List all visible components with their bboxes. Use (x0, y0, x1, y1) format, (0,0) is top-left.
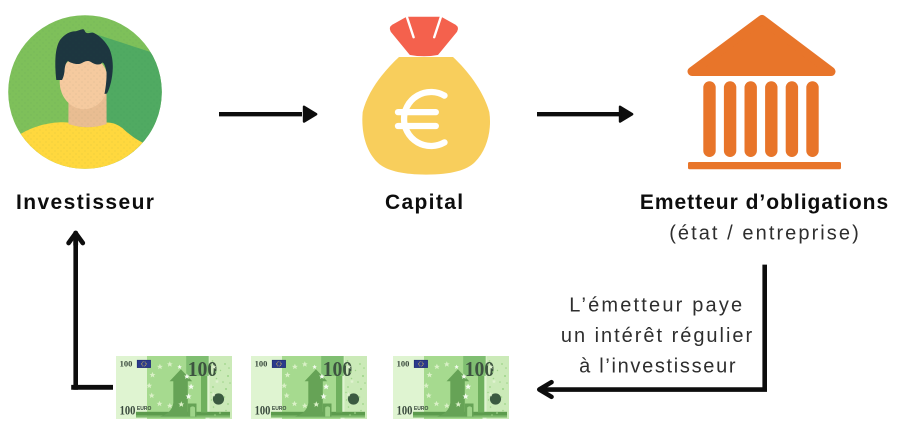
svg-text:(état / entreprise): (état / entreprise) (669, 222, 861, 244)
svg-text:à l’investisseur: à l’investisseur (579, 356, 737, 378)
svg-text:Capital: Capital (385, 191, 464, 214)
svg-text:un intérêt régulier: un intérêt régulier (561, 325, 754, 347)
svg-text:Emetteur d’obligations: Emetteur d’obligations (640, 191, 889, 214)
svg-text:L’émetteur paye: L’émetteur paye (569, 295, 744, 317)
svg-text:Investisseur: Investisseur (16, 191, 155, 214)
